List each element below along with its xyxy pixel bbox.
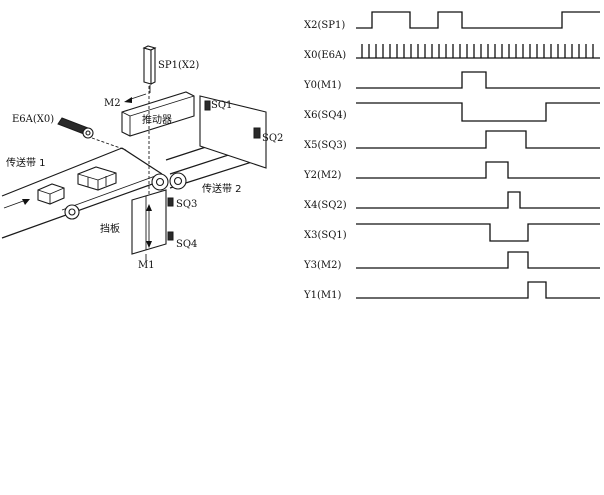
machine-drawing: SP1(X2) M2 E6A(X0) 推动器 SQ1 SQ2 传送带 1 传送带… bbox=[1, 45, 283, 271]
sq2-label: SQ2 bbox=[262, 133, 283, 144]
belt-1-label: 传送带 1 bbox=[6, 156, 46, 169]
pusher-label: 推动器 bbox=[142, 113, 172, 126]
workpieces bbox=[37, 166, 117, 205]
signal-label-y0: Y0(M1) bbox=[303, 80, 341, 91]
signal-label-y2: Y2(M2) bbox=[303, 170, 341, 181]
sq1-label: SQ1 bbox=[211, 100, 232, 111]
sq3-sensor bbox=[167, 197, 174, 207]
waveform-y1 bbox=[356, 281, 600, 299]
e6a-sensor bbox=[57, 117, 127, 151]
waveform-x0 bbox=[356, 44, 600, 59]
sq4-label: SQ4 bbox=[176, 239, 197, 250]
back-wall bbox=[199, 95, 267, 169]
signal-label-x2: X2(SP1) bbox=[304, 20, 345, 31]
sq1-sensor bbox=[204, 100, 211, 111]
m2-label: M2 bbox=[104, 98, 121, 109]
input-arrow bbox=[3, 199, 30, 209]
waveform-x4 bbox=[356, 191, 600, 209]
belt-2-label: 传送带 2 bbox=[202, 182, 242, 195]
signal-label-x6: X6(SQ4) bbox=[304, 110, 347, 121]
e6a-label: E6A(X0) bbox=[12, 114, 54, 125]
waveform-y3 bbox=[356, 251, 600, 269]
conveyor-belt-1 bbox=[1, 147, 169, 239]
waveform-x6 bbox=[356, 102, 600, 122]
signal-label-y1: Y1(M1) bbox=[303, 290, 341, 301]
timing-diagram: X2(SP1) X0(E6A) Y0(M1) X6(SQ4) X5(SQ3) Y… bbox=[303, 11, 600, 301]
baffle bbox=[131, 189, 174, 262]
sq3-label: SQ3 bbox=[176, 199, 197, 210]
sq2-sensor bbox=[253, 127, 261, 139]
waveform-y2 bbox=[356, 161, 600, 179]
waveform-x5 bbox=[356, 130, 600, 149]
sp1-label: SP1(X2) bbox=[158, 60, 199, 71]
signal-label-x5: X5(SQ3) bbox=[304, 140, 347, 151]
m1-label: M1 bbox=[138, 260, 155, 271]
waveform-x2 bbox=[356, 11, 600, 29]
signal-label-x4: X4(SQ2) bbox=[304, 200, 347, 211]
signal-label-y3: Y3(M2) bbox=[303, 260, 341, 271]
signal-label-x0: X0(E6A) bbox=[304, 50, 346, 61]
sq4-sensor bbox=[167, 231, 174, 241]
pusher bbox=[121, 85, 195, 137]
waveform-x3 bbox=[356, 223, 600, 242]
waveform-y0 bbox=[356, 71, 600, 89]
baffle-label: 挡板 bbox=[100, 222, 120, 235]
signal-label-x3: X3(SQ1) bbox=[304, 230, 347, 241]
